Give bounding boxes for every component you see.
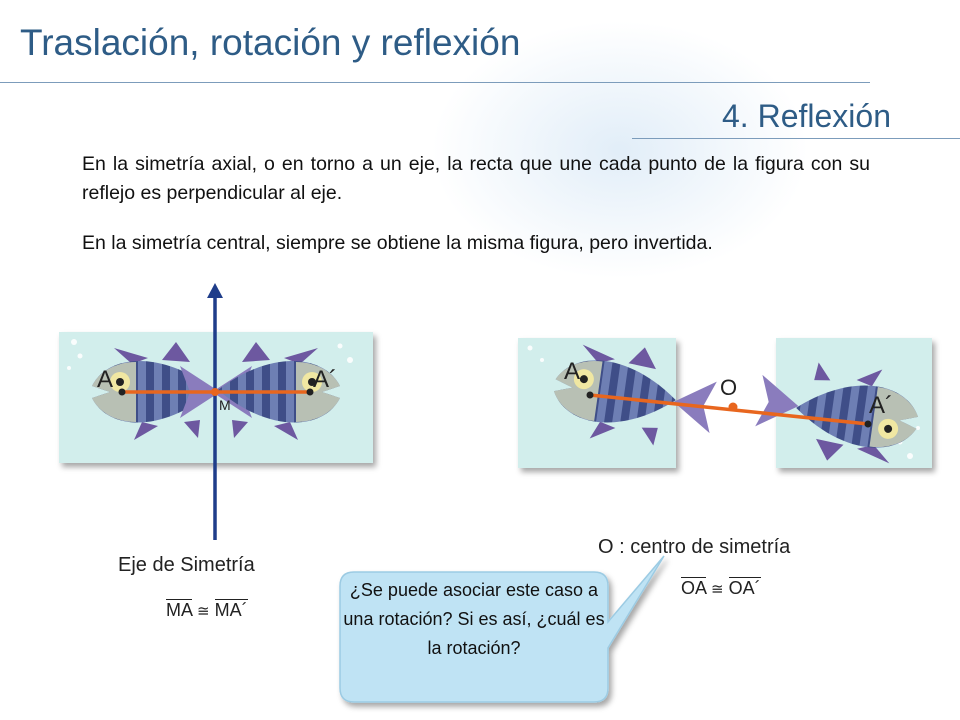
section-divider	[632, 138, 960, 139]
axis-caption: Eje de Simetría	[118, 554, 255, 576]
formula-axial: MA ≅ MA´	[166, 599, 248, 621]
point-a-left	[118, 388, 126, 396]
center-point-o	[728, 402, 738, 412]
background-glow	[430, 20, 810, 280]
formula-axial-right: MA´	[214, 599, 248, 620]
axis-arrowhead	[207, 283, 223, 298]
bubbles-left	[67, 339, 353, 370]
paragraph-axial: En la simetría axial, o en torno a un ej…	[82, 153, 870, 204]
callout-bubble	[339, 555, 665, 703]
formula-central-left: OA	[681, 577, 707, 598]
center-caption: O : centro de simetría	[598, 536, 791, 558]
callout-text: ¿Se puede asociar este caso a una rotaci…	[343, 580, 605, 658]
label-a-left: A	[97, 366, 114, 393]
point-a-right	[586, 391, 594, 399]
label-o: O	[720, 375, 738, 400]
point-a-prime-left	[306, 388, 314, 396]
label-m: M	[219, 397, 231, 413]
formula-central-sign: ≅	[711, 581, 724, 598]
label-a-right: A	[564, 358, 581, 385]
page-title: Traslación, rotación y reflexión	[20, 22, 521, 63]
paragraph-central: En la simetría central, siempre se obtie…	[82, 232, 713, 254]
section-title: 4. Reflexión	[722, 98, 891, 134]
formula-axial-left: MA	[166, 599, 193, 620]
point-m	[211, 388, 219, 396]
point-a-prime-right	[864, 420, 872, 428]
formula-axial-sign: ≅	[197, 603, 210, 620]
formula-central: OA ≅ OA´	[681, 577, 761, 599]
segment-a-o-a-prime	[589, 393, 869, 426]
title-divider	[0, 82, 870, 83]
label-a-prime-right: A´	[869, 392, 893, 419]
formula-central-right: OA´	[728, 577, 761, 598]
label-a-prime-left: A´	[313, 366, 337, 393]
